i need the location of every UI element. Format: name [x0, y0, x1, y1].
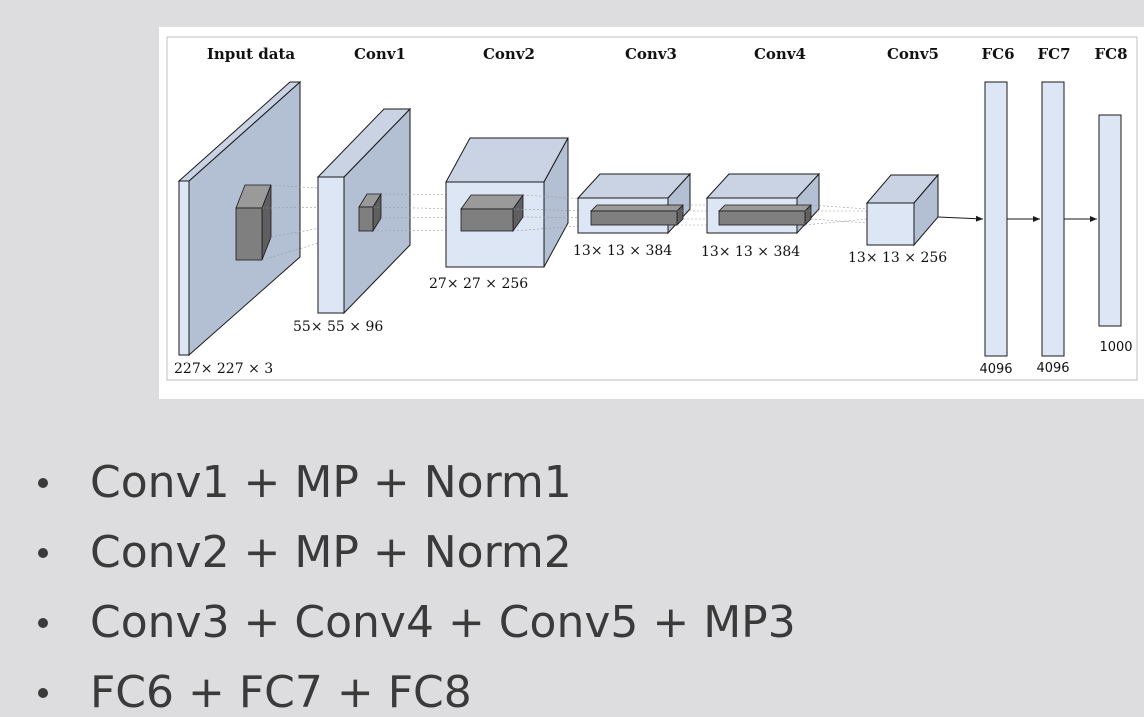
header-conv2: Conv2 [483, 45, 535, 63]
header-fc8: FC8 [1094, 45, 1127, 63]
bullet-dot [38, 548, 48, 558]
conv5-layer [865, 173, 940, 247]
header-conv3: Conv3 [625, 45, 677, 63]
bullet-dot [38, 478, 48, 488]
header-input: Input data [207, 45, 296, 63]
conv2-layer [445, 137, 569, 268]
header-conv4: Conv4 [754, 45, 806, 63]
conv4-kernel [718, 204, 812, 226]
bullet-text: Conv1 + MP + Norm1 [90, 457, 572, 508]
conv1-kernel [358, 192, 382, 233]
bullet-text: FC6 + FC7 + FC8 [90, 667, 472, 717]
header-fc6: FC6 [981, 45, 1014, 63]
conv4-layer [705, 172, 821, 235]
fc7-layer [1041, 81, 1065, 357]
header-fc7: FC7 [1037, 45, 1070, 63]
dim-conv2: 27× 27 × 256 [429, 276, 528, 292]
bullet-text: Conv3 + Conv4 + Conv5 + MP3 [90, 597, 796, 648]
fc6-layer [984, 81, 1008, 357]
conv3-kernel [590, 204, 684, 226]
input-kernel [235, 184, 272, 261]
bullet-text: Conv2 + MP + Norm2 [90, 527, 572, 578]
bullet-dot [38, 618, 48, 628]
dim-input: 227× 227 × 3 [174, 361, 273, 377]
dim-fc7: 4096 [1036, 361, 1069, 376]
arrow-conv5-fc6 [937, 215, 984, 222]
dim-fc8: 1000 [1099, 340, 1132, 355]
conv3-layer [576, 172, 692, 235]
alexnet-diagram-svg: Input data Conv1 Conv2 Conv3 Conv4 Conv5… [166, 36, 1138, 381]
dim-conv4: 13× 13 × 384 [701, 244, 800, 260]
header-conv5: Conv5 [887, 45, 939, 63]
conv2-kernel [460, 193, 524, 233]
input-layer [177, 80, 302, 357]
header-conv1: Conv1 [354, 45, 406, 63]
fc8-layer [1098, 114, 1122, 327]
dim-conv1: 55× 55 × 96 [293, 319, 383, 335]
bullet-dot [38, 688, 48, 698]
dim-conv3: 13× 13 × 384 [573, 243, 672, 259]
dim-fc6: 4096 [979, 362, 1012, 377]
conv1-layer [316, 107, 412, 315]
connector-conv4-conv5 [804, 204, 868, 226]
dim-conv5: 13× 13 × 256 [848, 250, 947, 266]
alexnet-diagram: Input data Conv1 Conv2 Conv3 Conv4 Conv5… [159, 27, 1144, 399]
